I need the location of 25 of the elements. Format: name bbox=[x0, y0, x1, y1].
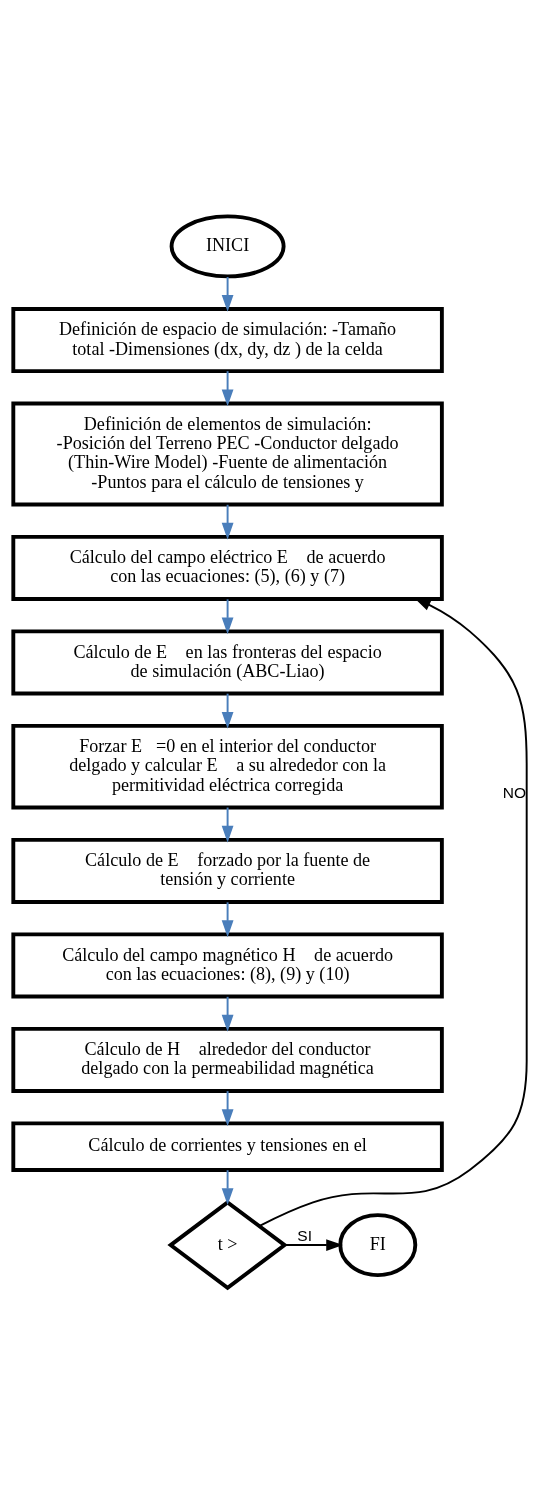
arrow bbox=[221, 503, 234, 540]
arrow bbox=[221, 692, 234, 729]
node-box: Cálculo de E⃗ forzado por la fuente de tensión y corriente bbox=[11, 837, 444, 904]
arrow bbox=[221, 275, 234, 312]
arrow bbox=[221, 1089, 234, 1126]
node-box: Cálculo del campo magnético H⃗ de acuerdo con las ecuaciones: (8), (9) y (10) bbox=[11, 931, 444, 998]
arrow bbox=[221, 597, 234, 634]
node-box: Cálculo de E⃗ en las fronteras del espacio de simulación (ABC-Liao) bbox=[11, 628, 444, 695]
edge-label: NO bbox=[502, 783, 527, 801]
node-ellipse: FI bbox=[338, 1212, 418, 1277]
arrow bbox=[221, 995, 234, 1032]
node-box: Cálculo de corrientes y tensiones en el bbox=[11, 1120, 444, 1172]
node-box: Definición de elementos de simulación: -Posición del Terreno PEC -Conductor delgado (Thin-Wire Model) -Fuente de alimentación -Puntos para el cálculo de tensiones y bbox=[11, 401, 444, 506]
node-box: Forzar E⃗=0 en el interior del conductor delgado y calcular E⃗ a su alrededor con la permitividad eléctrica corregida bbox=[11, 723, 444, 809]
node-ellipse: INICI bbox=[169, 213, 286, 278]
arrow bbox=[221, 806, 234, 843]
arrow bbox=[221, 900, 234, 937]
arrow bbox=[221, 1168, 234, 1205]
node-diamond: t > bbox=[167, 1199, 288, 1290]
arrow bbox=[221, 369, 234, 406]
node-box: Definición de espacio de simulación: -Tamaño total -Dimensiones (dx, dy, dz ) de la celda bbox=[11, 306, 444, 373]
edge-label: SI bbox=[297, 1226, 313, 1244]
node-box: Cálculo de H⃗ alrededor del conductor delgado con la permeabilidad magnética bbox=[11, 1026, 444, 1093]
node-box: Cálculo del campo eléctrico E⃗ de acuerdo con las ecuaciones: (5), (6) y (7) bbox=[11, 534, 444, 601]
arrow bbox=[284, 1238, 344, 1251]
